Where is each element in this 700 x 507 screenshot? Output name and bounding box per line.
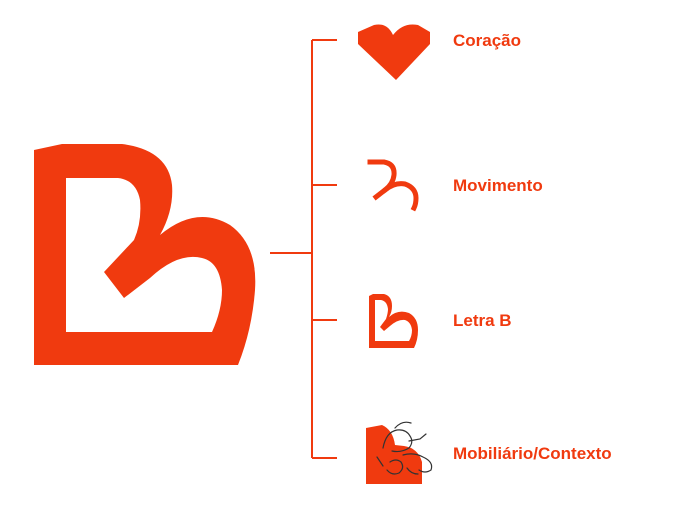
- branch-label-movimento: Movimento: [453, 176, 543, 195]
- branch-label-letra-b: Letra B: [453, 311, 512, 330]
- heart-icon: [358, 24, 430, 80]
- furniture-context-icon: [366, 421, 433, 484]
- branch-label-mobiliario-contexto: Mobiliário/Contexto: [453, 444, 612, 463]
- branch-label-coracao: Coração: [453, 31, 522, 50]
- letter-b-heart-logo: [34, 144, 256, 365]
- movement-curve-icon: [367, 159, 419, 212]
- letter-b-icon: [369, 294, 418, 348]
- connector-lines: [270, 39, 337, 459]
